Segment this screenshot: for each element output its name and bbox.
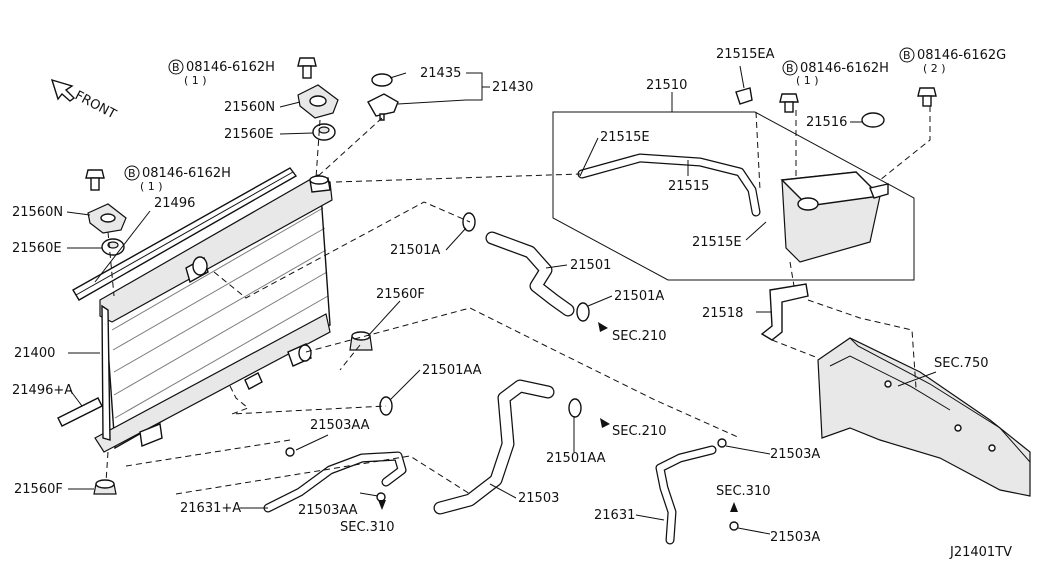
reservoir-cap [861,112,885,128]
body-side-member [817,337,1031,497]
svg-text:B: B [903,49,911,62]
hose-clamp-21503a-top [717,438,727,448]
lower-mount-insulator-left [93,479,117,495]
label-bolt-top-qty: ( 1 ) [184,74,207,87]
lower-mount-bar [57,397,103,427]
label-21503a-bottom: 21503A [770,530,820,545]
bolt-right-h [779,93,799,113]
label-sec750: SEC.750 [934,356,989,371]
hose-clamp-21501aa-bottom [568,398,582,418]
label-21560f-mid: 21560F [376,287,425,302]
hose-clamp-21503aa-top [285,447,295,457]
bolt-b-symbol-top [168,59,184,75]
radiator-upper-tank [99,174,333,323]
label-21496a: 21496+A [12,383,73,398]
label-bolt-right-h: 08146-6162H [800,61,889,76]
bolt-b-symbol-right-g [899,47,915,63]
label-bolt-left-qty: ( 1 ) [140,180,163,193]
oil-cooler-hose-21631 [655,445,717,545]
label-21501aa-bottom: 21501AA [546,451,606,466]
reservoir-group-box [552,111,915,281]
svg-text:B: B [172,61,180,74]
radiator-cap [367,73,399,121]
label-bolt-right-g: 08146-6162G [917,48,1006,63]
oil-cooler-hose-21631a [263,451,407,513]
label-21515ea: 21515EA [716,47,775,62]
label-21515e-top: 21515E [600,130,650,145]
radiator-lower-tank [94,313,331,453]
label-21631: 21631 [594,508,635,523]
bolt-b-symbol-right-h [782,60,798,76]
label-21518: 21518 [702,306,743,321]
bolt-b-symbol-left [124,165,140,181]
label-21496: 21496 [154,196,195,211]
svg-text:B: B [128,167,136,180]
label-21560e-top: 21560E [224,127,274,142]
dashed-connection-lines [105,106,931,495]
label-21510: 21510 [646,78,687,93]
part-labels: B 08146-6162H ( 1 ) B 08146-6162H ( 1 ) … [12,47,1012,560]
lower-radiator-hose [433,379,555,515]
diagram-code: J21401TV [949,545,1012,560]
hose-clamp-21501a-right [576,302,590,322]
radiator-assembly [72,167,333,453]
hose-clamp-21503aa-bottom [376,492,386,502]
label-21560n-left: 21560N [12,205,63,220]
svg-text:B: B [786,62,794,75]
label-21560e-left: 21560E [12,241,62,256]
label-21501a-right: 21501A [614,289,664,304]
hose-clip-21515ea [735,87,753,105]
reservoir-tank [780,171,889,263]
label-21515e-bottom: 21515E [692,235,742,250]
label-bolt-right-h-qty: ( 1 ) [796,74,819,87]
bolt-left [85,169,105,191]
upper-radiator-hose [485,231,575,317]
label-21501a-top: 21501A [390,243,440,258]
label-21435: 21435 [420,66,461,81]
bolt-right-g [917,87,937,107]
label-21503: 21503 [518,491,559,506]
label-bolt-right-g-qty: ( 2 ) [923,62,946,75]
label-21501aa-top: 21501AA [422,363,482,378]
label-21560f-left: 21560F [14,482,63,497]
front-arrow-icon [50,78,76,102]
label-sec210-top: SEC.210 [612,329,667,344]
label-21501: 21501 [570,258,611,273]
label-21503a-top: 21503A [770,447,820,462]
hose-clamp-21503a-bottom [729,521,739,531]
label-21430: 21430 [492,80,533,95]
reservoir-overflow-hose [577,153,761,217]
label-21560n-top: 21560N [224,100,275,115]
label-21516: 21516 [806,115,847,130]
label-21503aa-top: 21503AA [310,418,370,433]
label-bolt-left: 08146-6162H [142,166,231,181]
front-arrow-indicator: FRONT [50,78,118,122]
label-21631a: 21631+A [180,501,241,516]
label-sec310-right: SEC.310 [716,484,771,499]
label-bolt-top: 08146-6162H [186,60,275,75]
label-leader-lines [66,65,937,535]
front-label: FRONT [72,88,118,122]
label-21515: 21515 [668,179,709,194]
reservoir-bracket [760,283,809,341]
label-sec210-bottom: SEC.210 [612,424,667,439]
label-21503aa-bottom: 21503AA [298,503,358,518]
label-sec310-left: SEC.310 [340,520,395,535]
bolt-top-center [297,57,317,79]
label-21400: 21400 [14,346,55,361]
